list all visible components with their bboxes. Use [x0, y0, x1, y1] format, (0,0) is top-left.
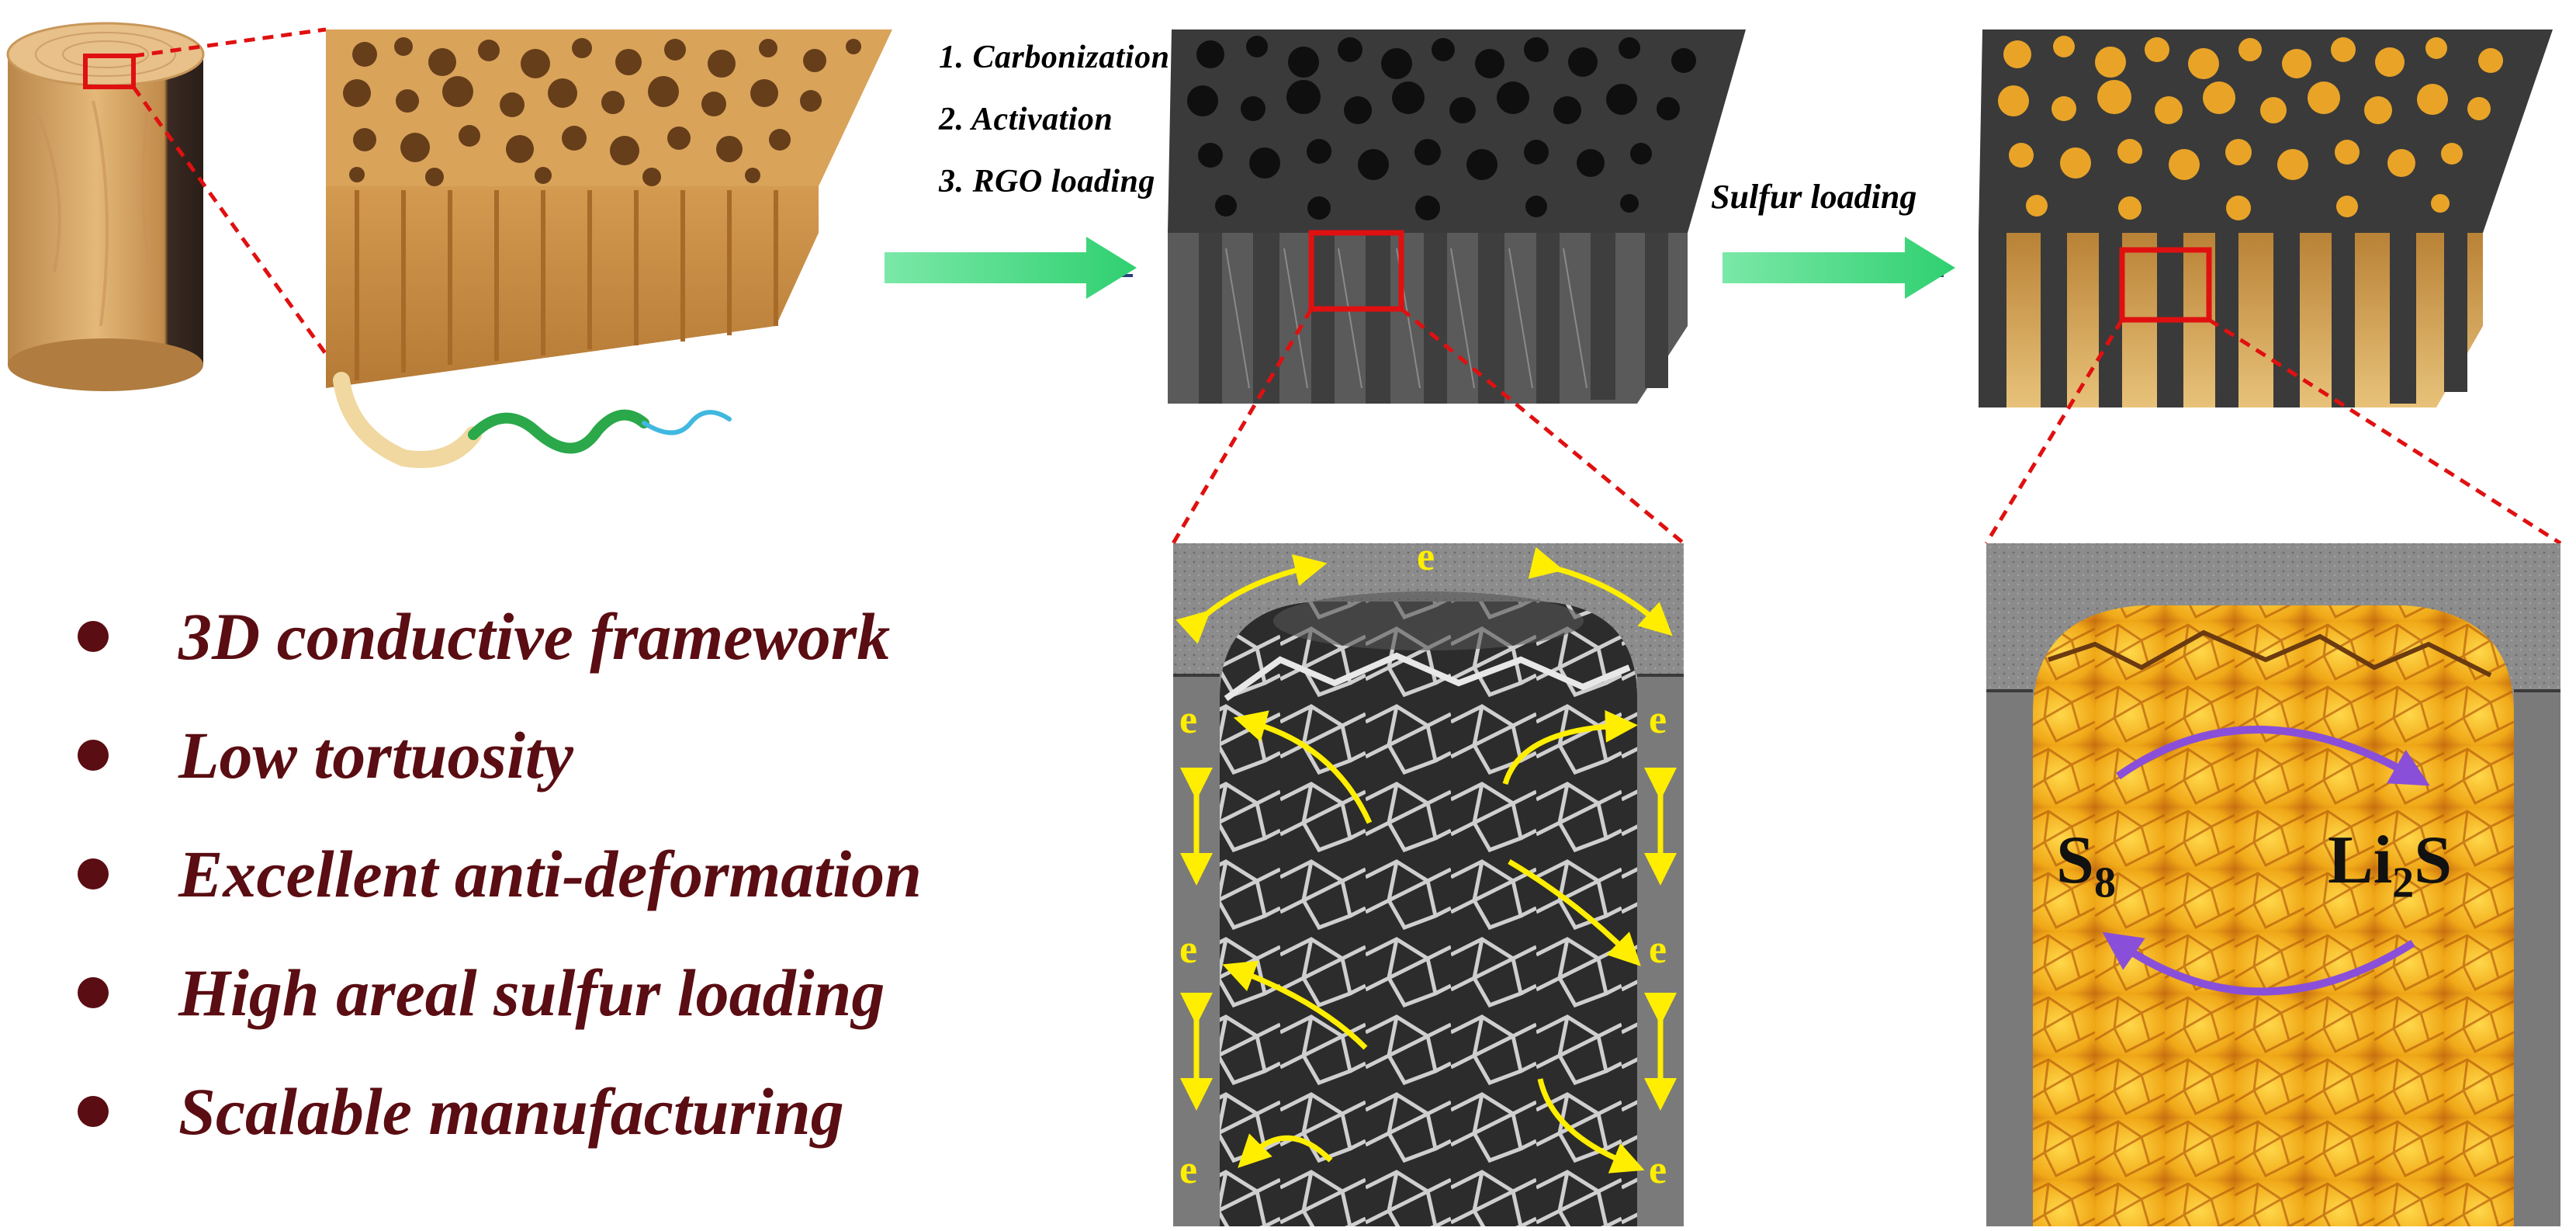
electron-label: e [1179, 930, 1197, 970]
feature-label: Scalable manufacturing [178, 1073, 844, 1150]
sulfur-block [1979, 29, 2553, 407]
electron-label: e [1649, 930, 1667, 970]
s8-subscript: 8 [2094, 859, 2116, 907]
bullet-dot [78, 1096, 109, 1127]
li2s-subscript: 2 [2392, 859, 2414, 907]
feature-item: Scalable manufacturing [78, 1073, 844, 1150]
step-label-rgo-loading: 3. RGO loading [939, 163, 1155, 200]
feature-item: Low tortuosity [78, 716, 573, 794]
bullet-dot [78, 977, 109, 1008]
wood-block [326, 29, 892, 388]
feature-label: Excellent anti-deformation [178, 835, 922, 913]
electron-label: e [1179, 700, 1197, 740]
process-arrow-2 [1723, 237, 1955, 299]
bullet-dot [78, 858, 109, 889]
feature-item: High areal sulfur loading [78, 954, 885, 1032]
feature-item: Excellent anti-deformation [78, 835, 922, 913]
step-label-carbonization: 1. Carbonization [939, 39, 1169, 76]
feature-label: 3D conductive framework [178, 598, 890, 675]
electron-label: e [1417, 537, 1435, 577]
carbon-channel-detail [1173, 543, 1684, 1226]
feature-label: Low tortuosity [178, 716, 573, 794]
carbon-block [1168, 29, 1746, 404]
wood-log [8, 23, 203, 391]
li2s-label: Li2S [2328, 827, 2452, 905]
step-label-sulfur-loading: Sulfur loading [1711, 177, 1916, 217]
li2s-symbol-li: Li [2328, 823, 2392, 898]
s8-symbol: S [2056, 823, 2094, 898]
step-label-activation: 2. Activation [939, 101, 1113, 138]
s8-label: S8 [2056, 827, 2116, 905]
bullet-dot [78, 621, 109, 652]
process-arrow-1 [885, 237, 1137, 299]
electron-label: e [1649, 1150, 1667, 1191]
bullet-dot [78, 740, 109, 771]
electron-label: e [1179, 1150, 1197, 1191]
li2s-symbol-s: S [2414, 823, 2452, 898]
feature-item: 3D conductive framework [78, 598, 890, 675]
fiber-illustration [341, 380, 729, 459]
feature-label: High areal sulfur loading [178, 954, 885, 1032]
electron-label: e [1649, 700, 1667, 740]
